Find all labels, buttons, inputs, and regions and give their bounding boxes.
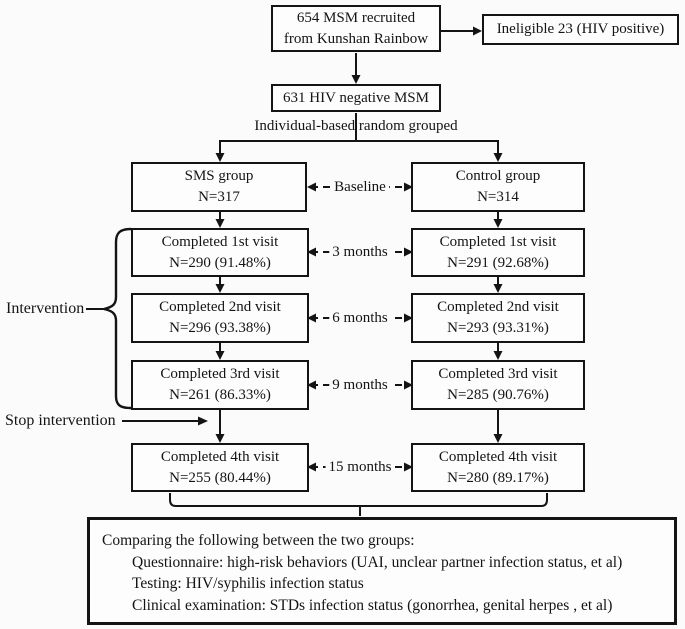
intervention-brace: [103, 227, 132, 410]
control-group-name: Control group: [455, 168, 541, 184]
ineligible-box: Ineligible 23 (HIV positive): [482, 14, 679, 45]
visit-title: Completed 3rd visit: [160, 366, 280, 382]
sms-group-n: N=317: [198, 189, 240, 205]
comparison-item-clinical: Clinical examination: STDs infection sta…: [132, 596, 613, 614]
visit-n: N=296 (93.38%): [169, 320, 271, 336]
timepoint-15-months-label: 15 months: [325, 457, 395, 477]
comparison-item-questionnaire: Questionnaire: high-risk behaviors (UAI,…: [132, 553, 623, 571]
recruited-line1: 654 MSM recruited: [296, 9, 416, 26]
visit-title: Completed 1st visit: [161, 233, 279, 250]
hiv-negative-label: 631 HIV negative MSM: [283, 89, 429, 106]
control-visit-3-box: Completed 3rd visit N=285 (90.76%): [411, 360, 585, 410]
comparison-item-testing: Testing: HIV/syphilis infection status: [132, 575, 364, 592]
randomization-label: Individual-based random grouped: [254, 118, 458, 134]
visit-n: N=255 (80.44%): [169, 469, 271, 486]
visit-title: Completed 2nd visit: [437, 299, 559, 315]
recruited-box: 654 MSM recruited from Kunshan Rainbow: [271, 5, 441, 52]
visit-title: Completed 4th visit: [438, 448, 558, 465]
timepoint-3-months-label: 3 months: [329, 242, 391, 262]
sms-visit-1-box: Completed 1st visit N=290 (91.48%): [131, 228, 309, 277]
stop-intervention-label: Stop intervention: [5, 412, 116, 429]
control-group-n: N=314: [477, 189, 519, 205]
intervention-label: Intervention: [6, 300, 85, 317]
visit-n: N=291 (92.68%): [447, 254, 549, 271]
control-visit-4-box: Completed 4th visit N=280 (89.17%): [411, 443, 585, 492]
timepoint-9-months-label: 9 months: [329, 375, 391, 395]
visit-n: N=293 (93.31%): [447, 320, 549, 336]
visit-n: N=290 (91.48%): [169, 254, 271, 271]
visit-n: N=280 (89.17%): [447, 469, 549, 486]
comparison-heading: Comparing the following between the two …: [102, 532, 415, 549]
control-visit-2-box: Completed 2nd visit N=293 (93.31%): [411, 293, 585, 343]
sms-visit-3-box: Completed 3rd visit N=261 (86.33%): [131, 360, 309, 410]
ineligible-label: Ineligible 23 (HIV positive): [496, 21, 665, 37]
control-group-box: Control group N=314: [411, 162, 585, 212]
visit-n: N=261 (86.33%): [169, 387, 271, 403]
timepoint-6-months-label: 6 months: [329, 308, 391, 328]
sms-visit-4-box: Completed 4th visit N=255 (80.44%): [131, 443, 309, 492]
timepoint-baseline-label: Baseline: [331, 177, 389, 197]
recruited-line2: from Kunshan Rainbow: [283, 30, 429, 47]
comparison-box: Comparing the following between the two …: [87, 517, 677, 625]
visit-n: N=285 (90.76%): [447, 387, 549, 403]
control-visit-1-box: Completed 1st visit N=291 (92.68%): [411, 228, 585, 277]
hiv-negative-box: 631 HIV negative MSM: [271, 84, 441, 112]
sms-visit-2-box: Completed 2nd visit N=296 (93.38%): [131, 293, 309, 343]
merge-connector: [169, 493, 548, 507]
arrowheads: [198, 26, 503, 472]
visit-title: Completed 3rd visit: [438, 366, 558, 382]
visit-title: Completed 1st visit: [439, 233, 557, 250]
sms-group-box: SMS group N=317: [131, 162, 307, 212]
visit-title: Completed 4th visit: [160, 448, 280, 465]
sms-group-name: SMS group: [184, 168, 254, 184]
visit-title: Completed 2nd visit: [159, 299, 281, 315]
randomization-split: [219, 140, 499, 153]
